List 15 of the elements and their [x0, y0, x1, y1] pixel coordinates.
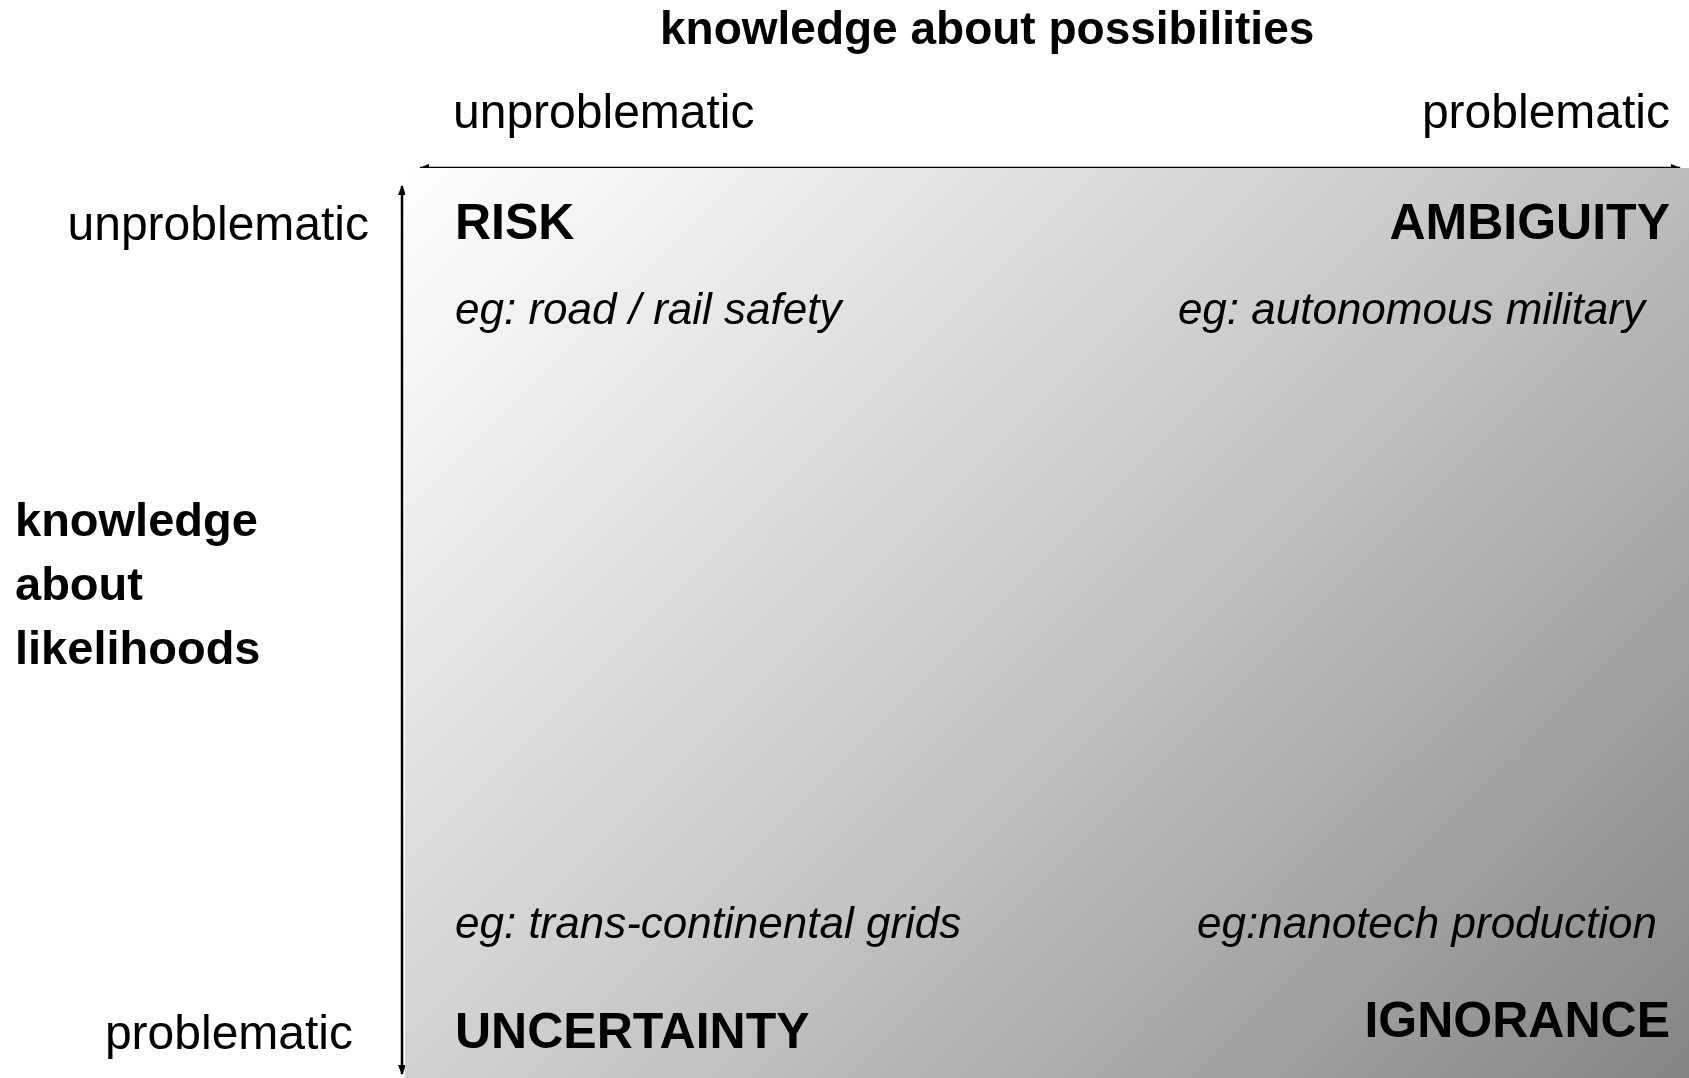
- axis-title: knowledge about possibilities: [660, 2, 1315, 55]
- axis-label: unproblematic: [67, 196, 369, 252]
- example-text: eg: autonomous military: [1177, 284, 1645, 335]
- example-text: eg: road / rail safety: [455, 284, 842, 335]
- gradient-panel: [405, 168, 1689, 1078]
- axis-label: unproblematic: [453, 84, 755, 140]
- quadrant-heading: UNCERTAINTY: [455, 1003, 810, 1061]
- axis-label: problematic: [1421, 84, 1670, 140]
- example-text: eg: trans-continental grids: [455, 898, 962, 949]
- quadrant-heading: RISK: [455, 194, 575, 252]
- example-text: eg:nanotech production: [1197, 898, 1657, 949]
- axis-label: problematic: [104, 1005, 353, 1061]
- quadrant-heading: AMBIGUITY: [1389, 194, 1670, 252]
- quadrant-heading: IGNORANCE: [1364, 992, 1670, 1050]
- axis-title: knowledge about likelihoods: [15, 492, 262, 676]
